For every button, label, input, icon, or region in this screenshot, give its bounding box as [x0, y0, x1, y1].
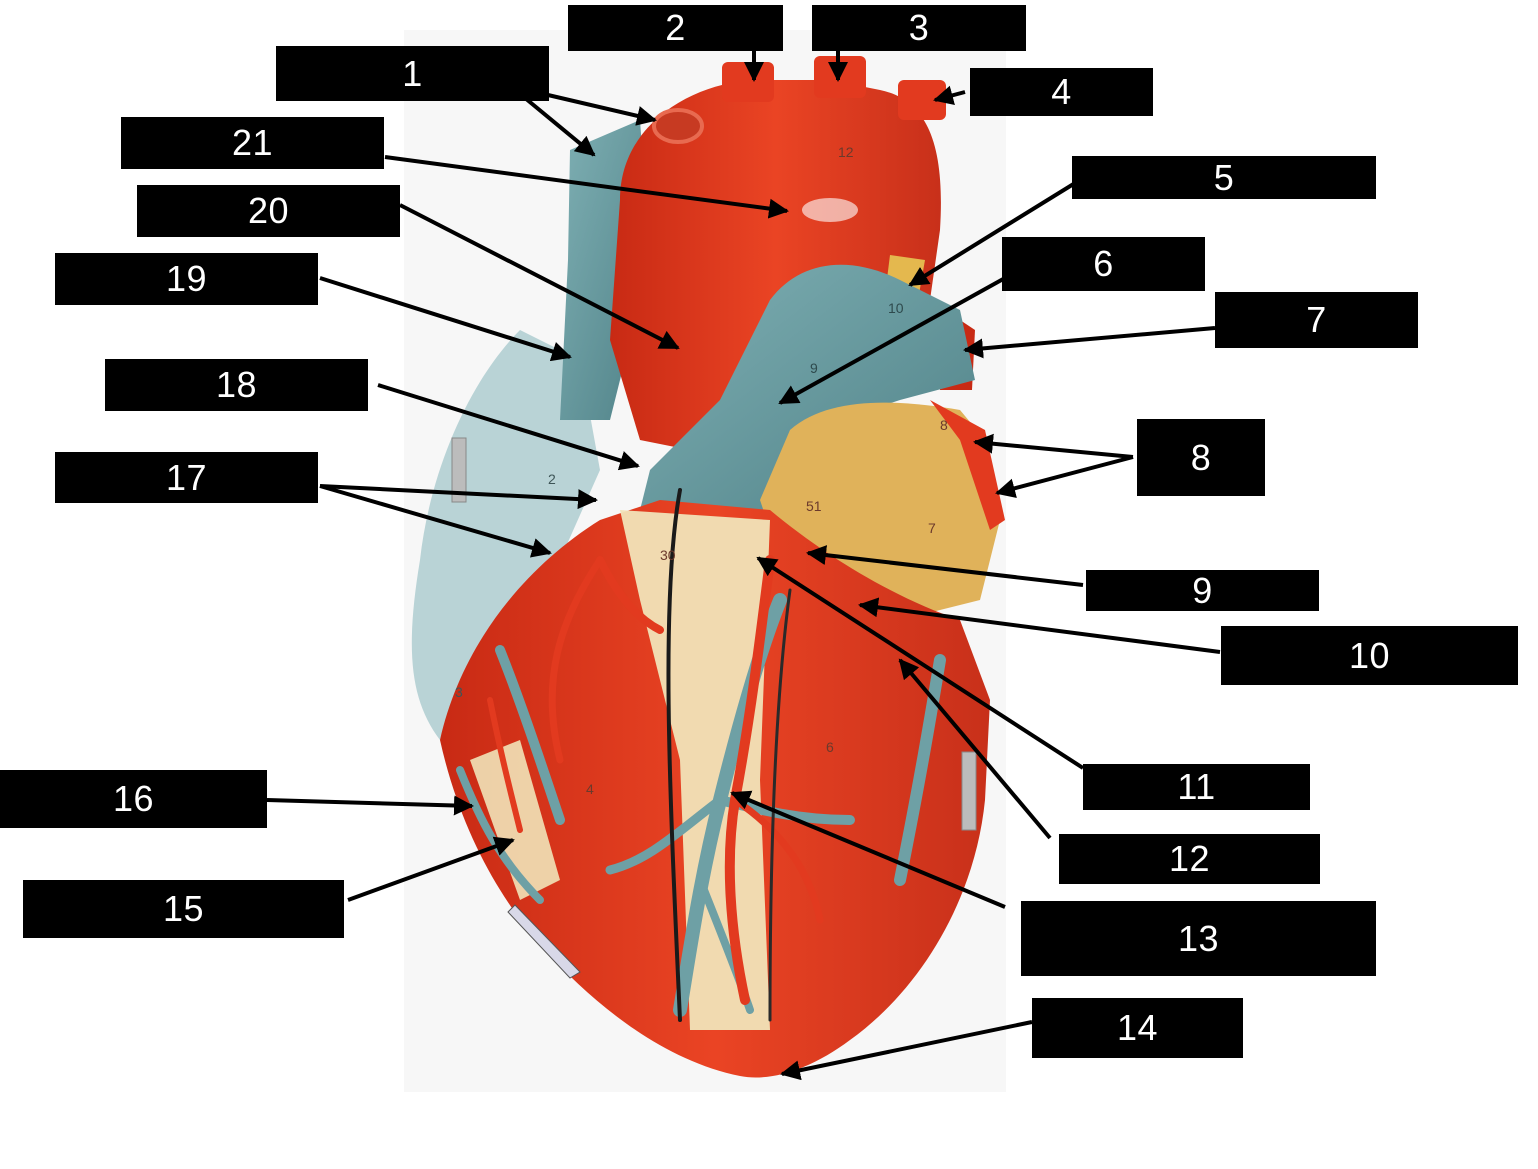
label-11: 11 — [1083, 764, 1310, 810]
model-number-6: 6 — [826, 739, 834, 755]
label-1: 1 — [276, 46, 549, 101]
arrow-8a — [973, 433, 1134, 459]
model-number-9: 9 — [810, 360, 818, 376]
stand-hinge-right — [961, 751, 977, 831]
model-number-10: 10 — [888, 300, 904, 316]
auricle-edge-vessel — [930, 400, 1005, 530]
arrow-4 — [933, 85, 966, 106]
model-number-2: 2 — [548, 471, 556, 487]
label-10: 10 — [1221, 626, 1518, 685]
label-13: 13 — [1021, 901, 1376, 976]
arrow-20 — [399, 203, 680, 350]
vessel-opening — [652, 108, 704, 144]
pulmonary-trunk — [640, 264, 975, 520]
leader-arrows — [266, 50, 1221, 1081]
label-4: 4 — [970, 68, 1153, 116]
arrow-17a — [319, 484, 598, 510]
arrow-10 — [858, 597, 1221, 654]
model-number-8: 8 — [940, 417, 948, 433]
label-5: 5 — [1072, 156, 1376, 199]
arrow-8b — [995, 455, 1134, 499]
arrow-7 — [963, 326, 1216, 359]
label-12: 12 — [1059, 834, 1320, 884]
model-number-4: 4 — [586, 781, 594, 797]
arrow-17b — [319, 484, 552, 558]
model-number-7: 7 — [928, 520, 936, 536]
label-14: 14 — [1032, 998, 1243, 1058]
model-number-3: 3 — [455, 684, 463, 700]
arrow-9 — [806, 545, 1084, 587]
label-6: 6 — [1002, 237, 1205, 291]
arrow-5 — [908, 178, 1082, 287]
arrow-14 — [780, 1020, 1033, 1081]
model-numbers: 12 10 9 2 3 8 51 7 30 6 4 — [455, 144, 948, 797]
label-2: 2 — [568, 5, 783, 51]
arrow-19 — [319, 276, 572, 362]
stand-hinge-bottom — [507, 904, 581, 979]
model-number-30: 30 — [660, 547, 676, 563]
label-19: 19 — [55, 253, 318, 305]
arrow-12 — [898, 658, 1052, 840]
arrow-1b — [523, 96, 596, 157]
arrow-11 — [756, 556, 1085, 770]
label-7: 7 — [1215, 292, 1418, 348]
arrow-16 — [266, 795, 474, 816]
arrow-15 — [347, 836, 515, 902]
label-9: 9 — [1086, 570, 1319, 611]
label-18: 18 — [105, 359, 368, 411]
label-16: 16 — [0, 770, 267, 828]
stand-hinge-left — [451, 437, 467, 503]
arrow-13 — [730, 790, 1006, 909]
arrow-21 — [384, 155, 789, 219]
label-17: 17 — [55, 452, 318, 503]
model-number-12: 12 — [838, 144, 854, 160]
arrow-6 — [778, 276, 1006, 405]
arrow-1a — [547, 93, 657, 126]
label-20: 20 — [137, 185, 400, 237]
model-number-51: 51 — [806, 498, 822, 514]
label-3: 3 — [812, 5, 1026, 51]
label-15: 15 — [23, 880, 344, 938]
label-21: 21 — [121, 117, 384, 169]
arrow-18 — [377, 383, 640, 471]
aortic-branch-1 — [722, 62, 774, 102]
aorta-highlight — [802, 198, 858, 222]
right-atrium — [411, 330, 600, 740]
label-8: 8 — [1137, 419, 1265, 496]
